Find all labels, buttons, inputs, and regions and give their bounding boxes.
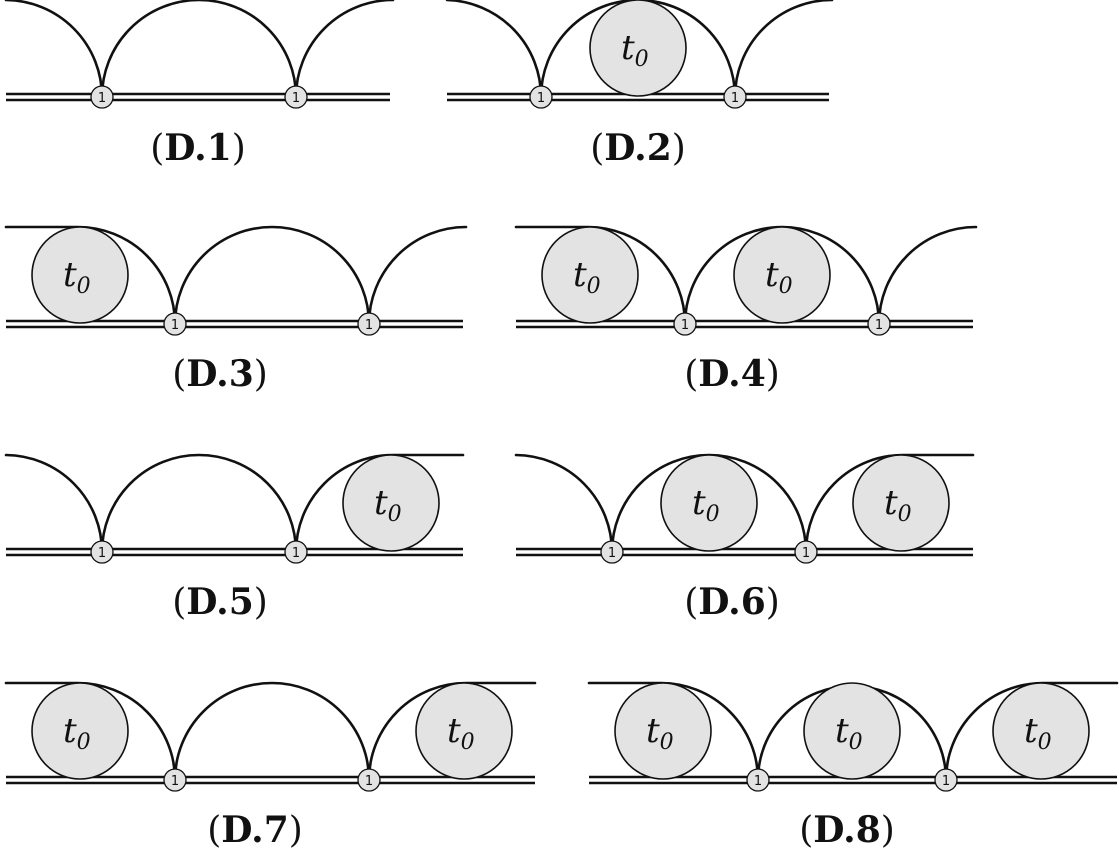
blob-right: t0 (852, 454, 950, 552)
vertex-first: 1 (90, 85, 114, 109)
vertex-first: 1 (90, 540, 114, 564)
diagram-caption: (D.8) (799, 809, 895, 851)
diagram-d-4: t0 t0 1 1 (D.4) (514, 225, 978, 395)
diagram-caption: (D.6) (684, 581, 780, 623)
diagram-d-2: t0 1 1 (D.2) (445, 0, 834, 169)
vertex-label: 1 (292, 91, 300, 106)
vertex-first: 1 (163, 768, 187, 792)
vertex-label: 1 (171, 774, 179, 789)
diagram-d-6: t0 t0 1 1 (D.6) (514, 453, 975, 623)
blob-right: t0 (415, 682, 513, 780)
vertex-first: 1 (600, 540, 624, 564)
vertex-label: 1 (98, 546, 106, 561)
vertex-label: 1 (98, 91, 106, 106)
diagram-d-8: t0 t0 t0 1 1 (D.8) (587, 681, 1119, 851)
vertex-label: 1 (292, 546, 300, 561)
arc-middle (539, 0, 737, 99)
arc-left (445, 0, 543, 99)
blob-label: t0 (692, 483, 720, 527)
vertex-first: 1 (163, 312, 187, 336)
diagram-caption: (D.1) (150, 127, 246, 169)
blob-label: t0 (835, 711, 863, 755)
blob-middle: t0 (660, 454, 758, 552)
vertex-label: 1 (731, 91, 739, 106)
blob-label: t0 (884, 483, 912, 527)
blob-left: t0 (31, 682, 129, 780)
vertex-second: 1 (723, 85, 747, 109)
vertex-label: 1 (365, 318, 373, 333)
arc-left (514, 453, 614, 554)
vertex-second: 1 (357, 768, 381, 792)
blob-label: t0 (447, 711, 475, 755)
vertex-second: 1 (867, 312, 891, 336)
vertex-second: 1 (284, 540, 308, 564)
blob-right: t0 (992, 682, 1090, 780)
arc-left (4, 453, 104, 554)
blob-label: t0 (765, 255, 793, 299)
arc-right (367, 225, 468, 326)
vertex-label: 1 (681, 318, 689, 333)
vertex-first: 1 (746, 768, 770, 792)
diagram-caption: (D.2) (590, 127, 686, 169)
blob-label: t0 (63, 255, 91, 299)
arc-right (294, 0, 395, 99)
vertex-label: 1 (875, 318, 883, 333)
vertex-label: 1 (802, 546, 810, 561)
vertex-second: 1 (357, 312, 381, 336)
arc-left (4, 0, 104, 99)
diagram-d-1: 1 1 (D.1) (4, 0, 395, 169)
diagram-d-3: t0 1 1 (D.3) (4, 225, 468, 395)
diagram-caption: (D.7) (207, 809, 303, 851)
vertex-first: 1 (529, 85, 553, 109)
blob-left: t0 (31, 226, 129, 324)
blob-middle: t0 (589, 0, 687, 97)
vertex-label: 1 (171, 318, 179, 333)
diagram-caption: (D.3) (172, 353, 268, 395)
diagram-d-5: t0 1 1 (D.5) (4, 453, 465, 623)
vertex-label: 1 (365, 774, 373, 789)
blob-right: t0 (342, 454, 440, 552)
blob-label: t0 (621, 28, 649, 72)
vertex-label: 1 (608, 546, 616, 561)
vertex-second: 1 (284, 85, 308, 109)
arc-middle (100, 0, 298, 99)
vertex-second: 1 (934, 768, 958, 792)
blob-left: t0 (614, 682, 712, 780)
blob-middle: t0 (733, 226, 831, 324)
blob-left: t0 (541, 226, 639, 324)
blob-middle: t0 (803, 682, 901, 780)
vertex-label: 1 (942, 774, 950, 789)
vertex-label: 1 (754, 774, 762, 789)
diagram-caption: (D.4) (684, 353, 780, 395)
vertex-second: 1 (794, 540, 818, 564)
blob-label: t0 (573, 255, 601, 299)
blob-label: t0 (1024, 711, 1052, 755)
diagram-caption: (D.5) (172, 581, 268, 623)
arc-right (733, 0, 834, 99)
vertex-label: 1 (537, 91, 545, 106)
blob-label: t0 (646, 711, 674, 755)
vertex-first: 1 (673, 312, 697, 336)
arc-middle (173, 225, 371, 326)
blob-label: t0 (374, 483, 402, 527)
diagram-d-7: t0 t0 1 1 (D.7) (4, 681, 537, 851)
arc-right (877, 225, 978, 326)
blob-label: t0 (63, 711, 91, 755)
arc-middle (173, 681, 371, 782)
arc-middle (100, 453, 298, 554)
